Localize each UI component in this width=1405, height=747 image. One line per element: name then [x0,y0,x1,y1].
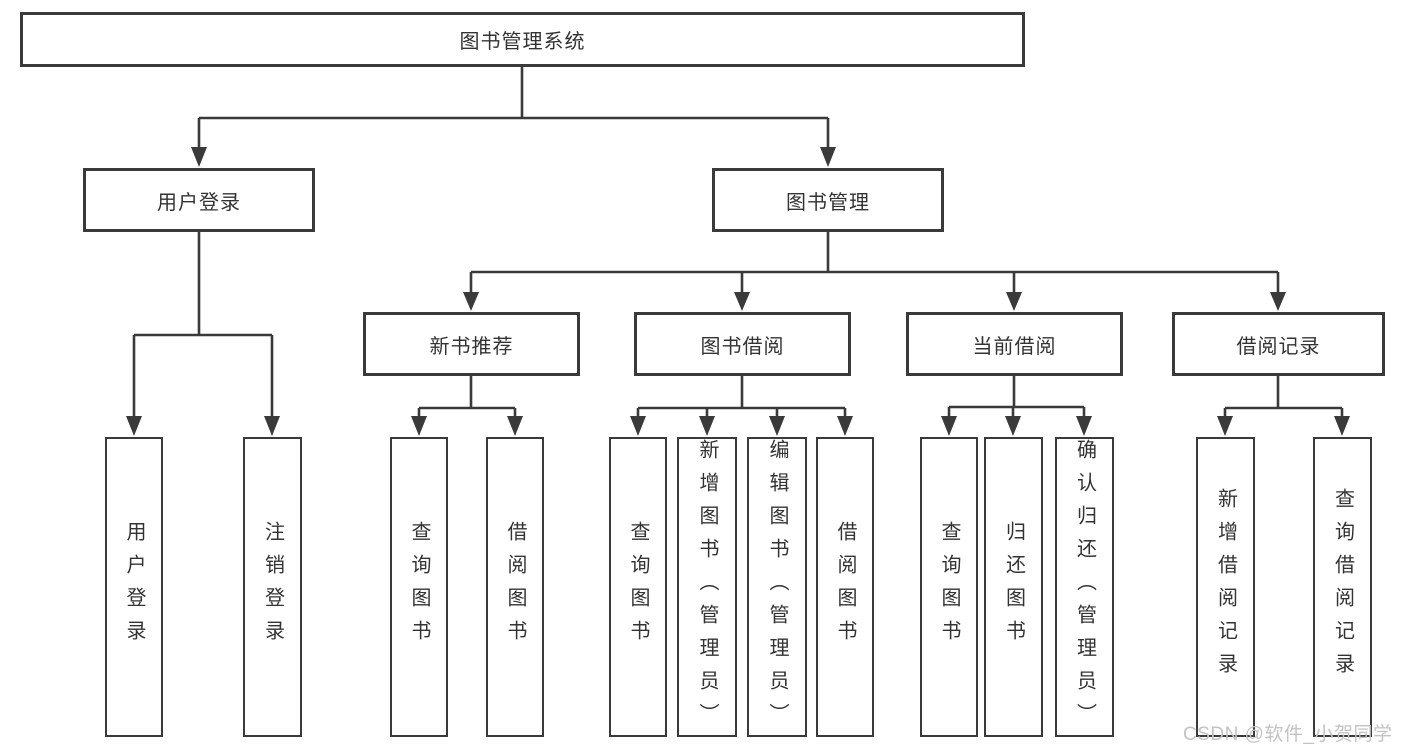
leaf-add-books-admin: 新增图书（管理员） [677,437,737,737]
node-label: 新增借阅记录 [1214,488,1237,686]
node-label: 图书借阅 [700,335,785,358]
node-borrowing-records: 借阅记录 [1172,312,1385,376]
node-label: 查询图书 [408,521,430,653]
node-label: 查询图书 [938,521,960,653]
node-current-borrowing: 当前借阅 [906,312,1123,376]
leaf-query-books: 查询图书 [390,437,448,737]
node-label: 借阅记录 [1236,335,1321,358]
node-library-management-system: 图书管理系统 [20,12,1025,67]
node-label: 用户登录 [157,191,241,214]
node-label: 编辑图书（管理员） [766,438,788,736]
node-label: 查询图书 [627,521,649,653]
node-new-book-recommendation: 新书推荐 [363,312,580,376]
node-label: 查询借阅记录 [1331,488,1354,686]
leaf-borrow-books: 借阅图书 [816,437,874,737]
node-label: 借阅图书 [504,521,526,653]
leaf-query-books: 查询图书 [920,437,978,737]
csdn-watermark: CSDN @软件_小贺同学 [1183,724,1393,745]
node-label: 借阅图书 [834,521,856,653]
leaf-logout: 注销登录 [243,437,302,737]
node-user-login: 用户登录 [83,168,315,232]
node-label: 图书管理系统 [459,31,586,53]
node-label: 新书推荐 [429,335,514,358]
leaf-confirm-return-admin: 确认归还（管理员） [1055,437,1114,737]
leaf-user-login: 用户登录 [105,437,163,737]
node-book-borrowing: 图书借阅 [634,312,851,376]
tree-edges [132,67,1344,417]
node-label: 归还图书 [1002,521,1025,653]
leaf-add-borrow-record: 新增借阅记录 [1196,437,1255,737]
node-label: 当前借阅 [972,335,1057,358]
node-book-management: 图书管理 [712,168,944,232]
leaf-edit-books-admin: 编辑图书（管理员） [747,437,807,737]
node-label: 新增图书（管理员） [696,438,718,736]
leaf-query-books: 查询图书 [609,437,667,737]
leaf-return-books: 归还图书 [984,437,1043,737]
leaf-query-borrow-record: 查询借阅记录 [1313,437,1372,737]
leaf-borrow-books: 借阅图书 [486,437,544,737]
node-label: 注销登录 [261,521,284,653]
arrowheads [126,147,1350,436]
node-label: 确认归还（管理员） [1073,438,1096,736]
node-label: 图书管理 [786,191,870,214]
node-label: 用户登录 [123,521,145,653]
